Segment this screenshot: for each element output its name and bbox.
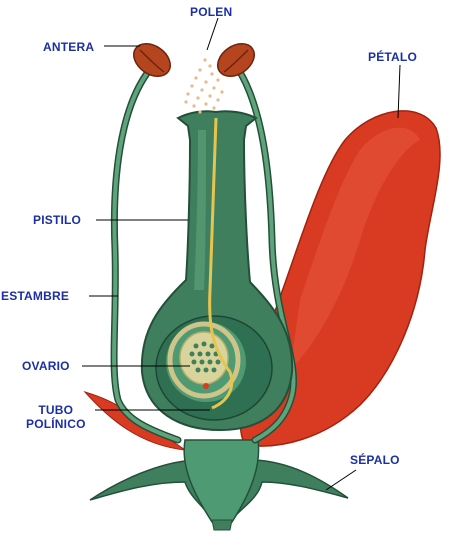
ovule-ring-outer bbox=[167, 321, 241, 399]
receptacle bbox=[183, 439, 260, 523]
anther-right bbox=[217, 43, 255, 77]
label-pistilo: PISTILO bbox=[33, 213, 82, 227]
stamen-filament-left-inner bbox=[112, 70, 180, 442]
anther-left bbox=[133, 43, 171, 77]
label-tubo-polinico: TUBO POLÍNICO bbox=[26, 403, 86, 431]
leader-lines bbox=[82, 17, 401, 491]
ovule-red-dot bbox=[203, 383, 209, 389]
petal-highlight bbox=[290, 127, 420, 370]
stem-base bbox=[211, 519, 233, 531]
label-antera: ANTERA bbox=[43, 40, 95, 54]
leader-polen bbox=[206, 17, 219, 51]
leader-petalo bbox=[397, 64, 401, 119]
label-estambre: ESTAMBRE bbox=[1, 289, 70, 303]
label-tubo-line2: POLÍNICO bbox=[26, 417, 86, 431]
stamen-filament-right-inner bbox=[238, 70, 296, 442]
label-polen: POLEN bbox=[190, 5, 233, 19]
label-tubo-line1: TUBO bbox=[38, 403, 74, 417]
pollen-grains bbox=[184, 58, 224, 114]
label-sepalo: SÉPALO bbox=[350, 453, 400, 467]
label-petalo: PÉTALO bbox=[368, 50, 417, 64]
pollen-tube bbox=[208, 117, 234, 410]
style-highlight bbox=[194, 130, 206, 290]
label-ovario: OVARIO bbox=[22, 359, 70, 373]
ovule-cells bbox=[189, 341, 221, 373]
leader-sepalo bbox=[325, 469, 357, 491]
